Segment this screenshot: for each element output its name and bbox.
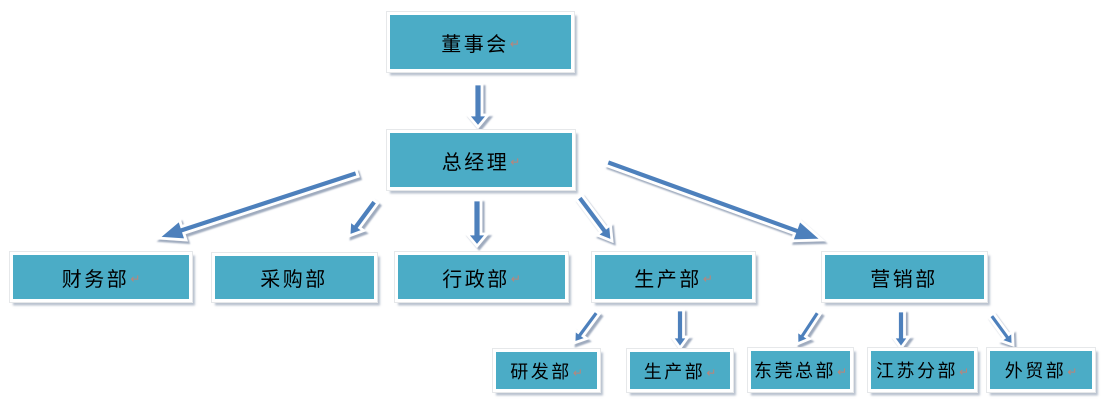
node-label: 财务部 — [61, 268, 130, 291]
node-label: 江苏分部 — [875, 361, 958, 381]
paragraph-return-mark: ↵ — [706, 365, 717, 380]
paragraph-return-mark: ↵ — [572, 365, 583, 380]
node-marketing[interactable]: 营销部 — [821, 251, 988, 303]
arrow-gm-to-admin[interactable] — [464, 198, 490, 249]
paragraph-return-mark: ↵ — [702, 272, 713, 286]
node-foreign-trade[interactable]: 外贸部↵ — [986, 347, 1096, 393]
paragraph-return-mark: ↵ — [510, 272, 521, 286]
arrow-marketing-to-dongguan[interactable] — [795, 308, 823, 347]
arrow-production-to-rnd[interactable] — [572, 308, 602, 345]
node-finance[interactable]: 财务部↵ — [9, 251, 193, 303]
node-label: 生产部 — [643, 361, 706, 382]
arrow-board-to-gm[interactable] — [465, 82, 491, 130]
arrow-gm-to-purchasing[interactable] — [347, 196, 380, 239]
paragraph-return-mark: ↵ — [1067, 365, 1078, 379]
paragraph-return-mark: ↵ — [836, 365, 848, 379]
node-label: 行政部 — [442, 268, 510, 291]
paragraph-return-mark: ↵ — [509, 37, 520, 51]
node-label: 生产部 — [634, 268, 702, 291]
arrow-marketing-to-trade[interactable] — [986, 311, 1015, 347]
arrow-gm-to-marketing[interactable] — [604, 156, 826, 243]
arrow-gm-to-finance[interactable] — [154, 167, 360, 242]
node-rnd[interactable]: 研发部↵ — [492, 348, 601, 393]
node-label: 外贸部 — [1004, 361, 1067, 381]
node-board[interactable]: 董事会↵ — [386, 11, 575, 73]
node-purchasing[interactable]: 采购部 — [211, 252, 378, 303]
arrow-gm-to-production[interactable] — [574, 192, 614, 244]
node-production[interactable]: 生产部↵ — [591, 251, 756, 303]
paragraph-return-mark: ↵ — [510, 155, 521, 169]
paragraph-return-mark: ↵ — [958, 365, 970, 379]
node-production-sub[interactable]: 生产部↵ — [626, 348, 734, 393]
node-label: 东莞总部 — [753, 361, 836, 381]
paragraph-return-mark: ↵ — [130, 272, 141, 286]
node-label: 研发部 — [510, 361, 572, 382]
node-admin[interactable]: 行政部↵ — [394, 251, 569, 303]
node-jiangsu-branch[interactable]: 江苏分部↵ — [867, 347, 978, 393]
node-label: 营销部 — [870, 268, 938, 291]
node-label: 董事会 — [441, 33, 509, 56]
node-dongguan-hq[interactable]: 东莞总部↵ — [747, 347, 854, 393]
arrow-marketing-to-jiangsu[interactable] — [890, 309, 912, 351]
node-label: 采购部 — [260, 269, 328, 291]
node-label: 总经理 — [441, 151, 510, 174]
node-general-manager[interactable]: 总经理↵ — [386, 129, 576, 191]
arrow-production-to-production_sub[interactable] — [669, 308, 691, 351]
